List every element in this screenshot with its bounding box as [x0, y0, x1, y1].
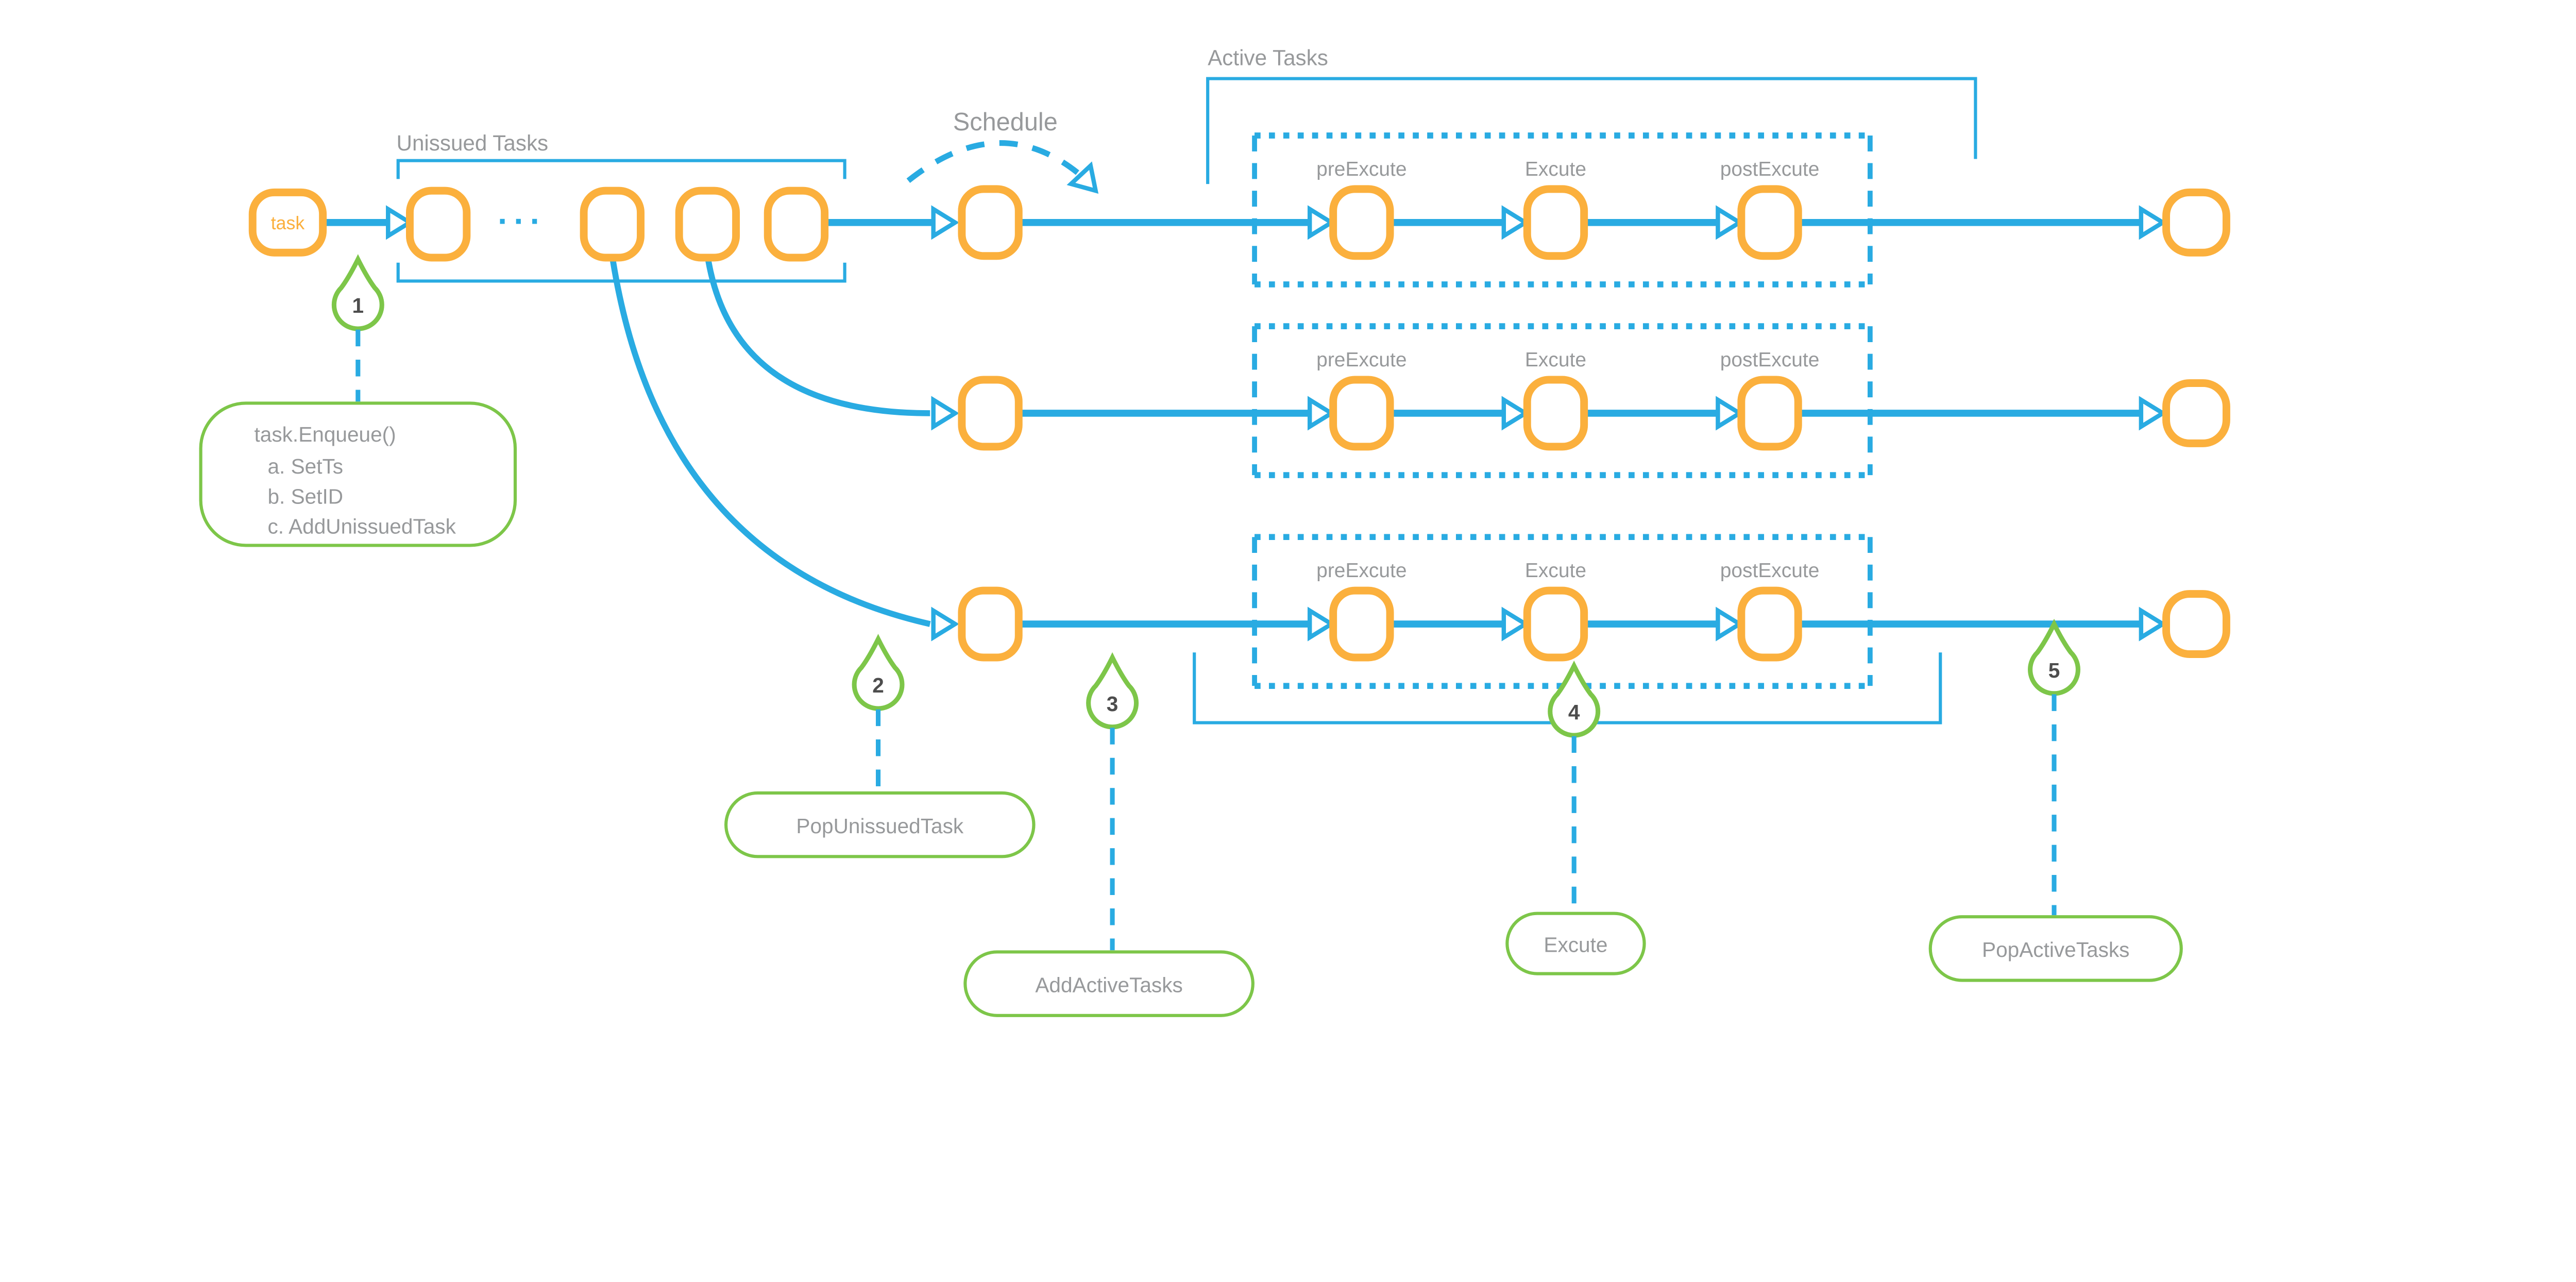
active-tasks-label: Active Tasks: [1208, 46, 1328, 70]
marker-3: 3: [1089, 657, 1137, 727]
enqueue-callout-item: a. SetTs: [267, 454, 343, 478]
unissued-queue-bracket-bottom: [396, 262, 846, 283]
marker-1-number: 1: [352, 294, 364, 317]
pre-execute-label: preExcute: [1316, 560, 1406, 582]
marker-5-number: 5: [2048, 659, 2060, 682]
marker-3-number: 3: [1107, 692, 1118, 716]
arrowhead-icon: [934, 400, 955, 427]
dispatch-curve-row2: [704, 255, 930, 416]
execute-label: Excute: [1525, 158, 1586, 180]
enqueue-callout-title: task.Enqueue(): [255, 423, 396, 446]
queue-ellipsis: ···: [498, 202, 546, 240]
marker-4: 4: [1550, 666, 1598, 735]
pop-active-box: [1928, 915, 2183, 982]
post-execute-label: postExcute: [1720, 560, 1820, 582]
pipeline-row-2: [962, 326, 2227, 475]
enqueue-callout-box: [199, 401, 517, 547]
marker-2-number: 2: [872, 673, 884, 697]
dispatch-curve-row3: [609, 255, 931, 627]
task-node-label: task: [271, 213, 305, 233]
unissued-tasks-label: Unissued Tasks: [396, 131, 548, 155]
queue-node: [580, 187, 645, 262]
arrowhead-icon: [934, 209, 955, 236]
pre-execute-label: preExcute: [1316, 158, 1406, 180]
marker-5: 5: [2030, 624, 2078, 694]
enqueue-callout-item: b. SetID: [267, 484, 343, 508]
post-execute-label: postExcute: [1720, 349, 1820, 371]
execute-label: Excute: [1525, 560, 1586, 582]
queue-node: [764, 187, 829, 262]
arrowhead-icon: [934, 611, 955, 637]
active-tasks-bracket-top: [1206, 77, 1977, 184]
queue-node: [405, 187, 471, 262]
queue-node: [675, 187, 740, 262]
execute-callout-box: [1505, 912, 1646, 975]
add-active-label: AddActiveTasks: [1035, 973, 1182, 997]
execute-label: Excute: [1525, 349, 1586, 371]
schedule-label: Schedule: [953, 108, 1058, 136]
pop-unissued-label: PopUnissuedTask: [796, 814, 964, 838]
post-execute-label: postExcute: [1720, 158, 1820, 180]
marker-2: 2: [854, 639, 902, 709]
pipeline-row-1: [962, 136, 2227, 284]
execute-callout-label: Excute: [1544, 933, 1607, 956]
task-scheduler-diagram: task ··· Unissued Tasks Schedule Active …: [199, 45, 2230, 1017]
enqueue-callout-item: c. AddUnissuedTask: [267, 515, 456, 538]
pop-active-label: PopActiveTasks: [1982, 938, 2129, 962]
add-active-box: [963, 950, 1255, 1017]
pop-unissued-box: [724, 791, 1036, 858]
unissued-queue-bracket-top: [396, 159, 846, 179]
task-node: [248, 188, 327, 257]
diagram-canvas: task ··· Unissued Tasks Schedule Active …: [199, 45, 2230, 1017]
schedule-arc: [906, 140, 1093, 187]
marker-1: 1: [334, 259, 382, 329]
pre-execute-label: preExcute: [1316, 349, 1406, 371]
marker-4-number: 4: [1568, 700, 1580, 724]
